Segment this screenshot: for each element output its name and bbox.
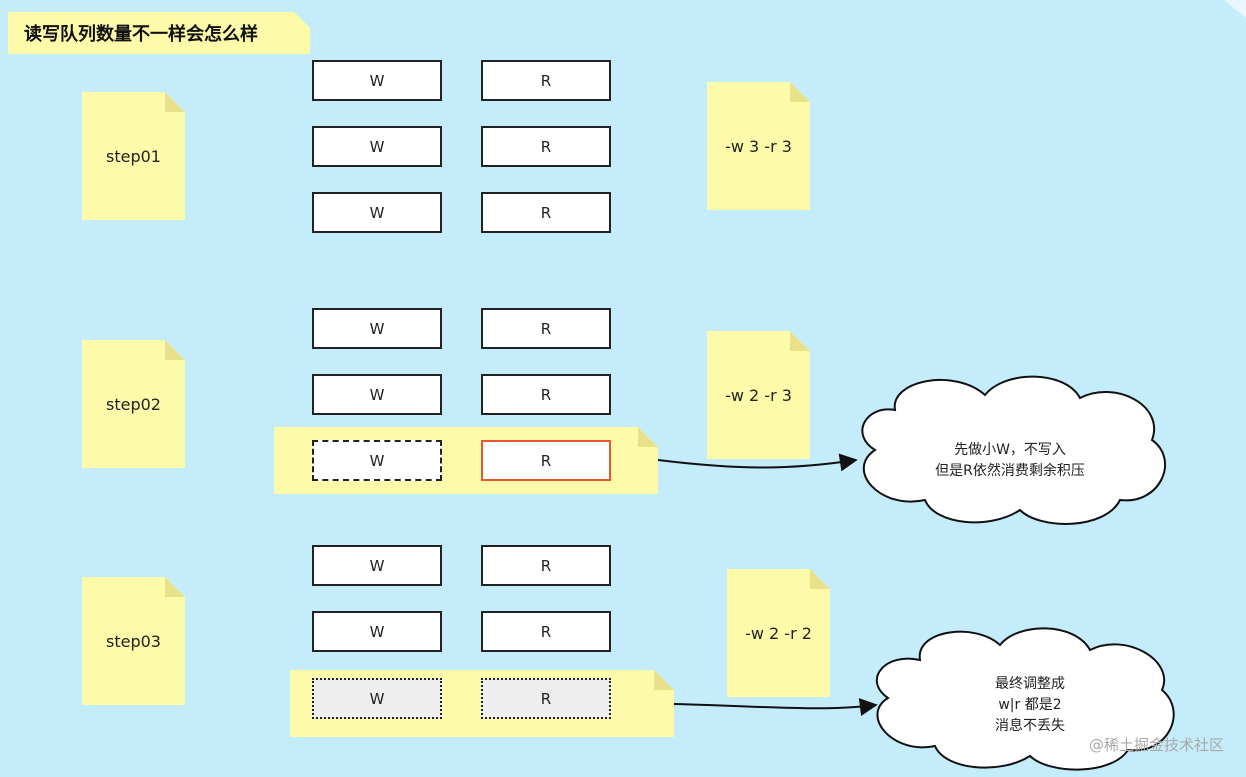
step03-config: -w 2 -r 2 xyxy=(745,623,812,643)
step02-cloud-line: 先做小W，不写入 xyxy=(954,442,1066,458)
watermark: @稀土掘金技术社区 xyxy=(1088,736,1224,754)
step03-cloud-shape xyxy=(875,627,1175,771)
step01-label: step01 xyxy=(106,146,161,166)
step03-write-queue-removed: W xyxy=(312,678,442,719)
step03-write-queue: W xyxy=(312,545,442,586)
step02-config: -w 2 -r 3 xyxy=(725,385,792,405)
step01-config-note: -w 3 -r 3 xyxy=(707,82,810,210)
step01-write-queue: W xyxy=(312,60,442,101)
step03-read-queue: R xyxy=(481,545,611,586)
step02-cloud-text: 先做小W，不写入 但是R依然消费剩余积压 xyxy=(880,440,1140,482)
step02-write-queue-disabled: W xyxy=(312,440,442,481)
step01-read-queue: R xyxy=(481,192,611,233)
step02-callout-arrow xyxy=(657,453,858,472)
step02-cloud-shape xyxy=(861,375,1167,525)
step03-read-queue-removed: R xyxy=(481,678,611,719)
step01-note: step01 xyxy=(82,92,185,220)
step03-cloud-text: 最终调整成 w|r 都是2 消息不丢失 xyxy=(900,674,1160,737)
step02-note: step02 xyxy=(82,340,185,468)
step03-note: step03 xyxy=(82,577,185,705)
step02-read-queue: R xyxy=(481,374,611,415)
step02-write-queue: W xyxy=(312,374,442,415)
diagram-title: 读写队列数量不一样会怎么样 xyxy=(8,12,310,54)
step01-read-queue: R xyxy=(481,60,611,101)
step03-label: step03 xyxy=(106,631,161,651)
step03-cloud-line: 最终调整成 xyxy=(995,676,1065,692)
step01-write-queue: W xyxy=(312,192,442,233)
step02-config-note: -w 2 -r 3 xyxy=(707,331,810,459)
step02-cloud-line: 但是R依然消费剩余积压 xyxy=(935,463,1085,479)
step03-cloud-line: w|r 都是2 xyxy=(998,697,1062,713)
step01-read-queue: R xyxy=(481,126,611,167)
step01-config: -w 3 -r 3 xyxy=(725,136,792,156)
step03-cloud-line: 消息不丢失 xyxy=(995,718,1065,734)
step03-config-note: -w 2 -r 2 xyxy=(727,569,830,697)
step02-read-queue: R xyxy=(481,308,611,349)
step02-write-queue: W xyxy=(312,308,442,349)
step02-read-queue-backlog: R xyxy=(481,440,611,481)
step01-write-queue: W xyxy=(312,126,442,167)
step03-read-queue: R xyxy=(481,611,611,652)
step03-callout-arrow xyxy=(673,698,878,716)
step03-write-queue: W xyxy=(312,611,442,652)
step02-label: step02 xyxy=(106,394,161,414)
